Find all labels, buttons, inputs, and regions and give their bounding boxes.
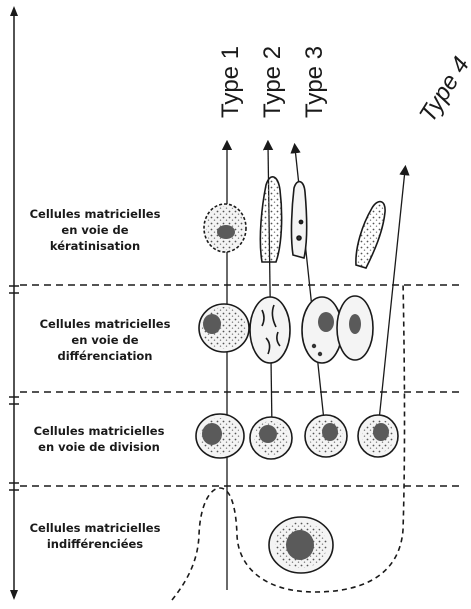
type-3-label: Type 3 [301, 46, 328, 118]
zone-label-differentiation: Cellules matricielles en voie de différe… [30, 316, 180, 364]
left-axis [9, 6, 19, 600]
zone-label-undifferentiated: Cellules matricielles indifférenciées [20, 520, 170, 552]
type-2-cells [250, 177, 292, 459]
type-4-label: Type 4 [414, 52, 471, 127]
type-2-label: Type 2 [259, 46, 286, 118]
type-1-cells [196, 204, 249, 458]
undifferentiated-cell [269, 517, 333, 573]
type-1-label: Type 1 [217, 46, 244, 118]
zone-label-keratinisation: Cellules matricielles en voie de kératin… [20, 206, 170, 254]
zone-label-division: Cellules matricielles en voie de divisio… [24, 423, 174, 455]
